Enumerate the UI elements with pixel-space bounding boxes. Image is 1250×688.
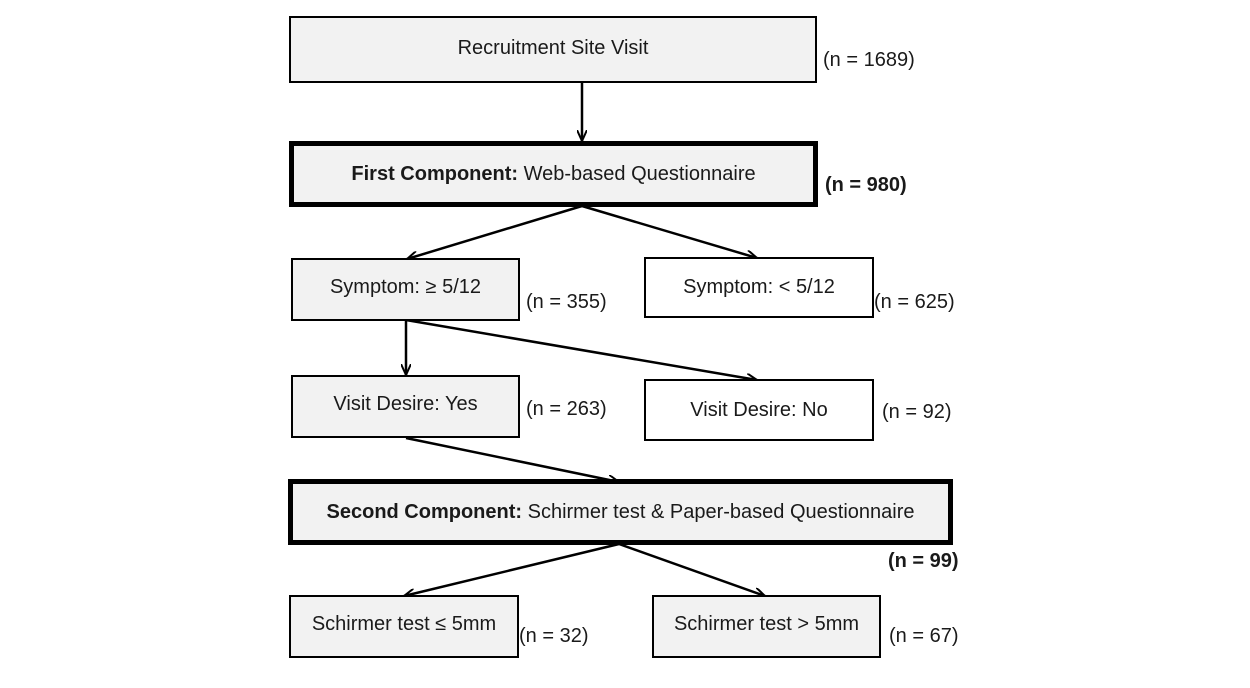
symptom-high-label: Symptom: ≥ 5/12 xyxy=(329,276,482,298)
recruitment-count: (n = 1689) xyxy=(823,49,915,71)
schirmer-low-count: (n = 32) xyxy=(519,625,589,647)
visit-no-count: (n = 92) xyxy=(882,401,952,423)
schirmer-high-label: Schirmer test > 5mm xyxy=(673,613,860,635)
recruitment-box: Recruitment Site Visit xyxy=(289,16,817,83)
visit-yes-box: Visit Desire: Yes xyxy=(291,375,520,438)
symptom-high-count: (n = 355) xyxy=(526,291,607,313)
second-component-text: Second Component: Schirmer test & Paper-… xyxy=(327,501,915,524)
schirmer-low-label: Schirmer test ≤ 5mm xyxy=(311,613,497,635)
second-component-bold-label: Second Component: xyxy=(326,500,523,523)
first-component-count: (n = 980) xyxy=(825,174,907,196)
second-component-box: Second Component: Schirmer test & Paper-… xyxy=(288,479,953,545)
visit-no-box: Visit Desire: No xyxy=(644,379,874,441)
arrow-first-to-symptom-high xyxy=(407,204,583,259)
symptom-low-label: Symptom: < 5/12 xyxy=(683,276,835,298)
visit-yes-label: Visit Desire: Yes xyxy=(333,393,478,415)
schirmer-high-box: Schirmer test > 5mm xyxy=(652,595,881,658)
symptom-low-count: (n = 625) xyxy=(874,291,955,313)
arrow-second-to-schirmer-low xyxy=(404,542,620,596)
arrow-symptom-high-to-visit-no xyxy=(405,318,757,380)
visit-yes-count: (n = 263) xyxy=(526,398,607,420)
arrow-visit-yes-to-second xyxy=(405,436,619,482)
arrow-second-to-schirmer-high xyxy=(618,542,765,596)
first-component-label: Web-based Questionnaire xyxy=(518,162,756,185)
first-component-box: First Component: Web-based Questionnaire xyxy=(289,141,818,207)
first-component-text: First Component: Web-based Questionnaire xyxy=(351,163,755,186)
second-component-count: (n = 99) xyxy=(888,550,959,572)
visit-no-label: Visit Desire: No xyxy=(690,398,828,421)
symptom-low-box: Symptom: < 5/12 xyxy=(644,257,874,318)
first-component-bold-label: First Component: xyxy=(351,162,519,185)
arrow-first-to-symptom-low xyxy=(581,204,757,258)
schirmer-high-count: (n = 67) xyxy=(889,625,959,647)
symptom-high-box: Symptom: ≥ 5/12 xyxy=(291,258,520,321)
recruitment-label: Recruitment Site Visit xyxy=(457,37,649,59)
second-component-label: Schirmer test & Paper-based Questionnair… xyxy=(522,500,915,523)
schirmer-low-box: Schirmer test ≤ 5mm xyxy=(289,595,519,658)
